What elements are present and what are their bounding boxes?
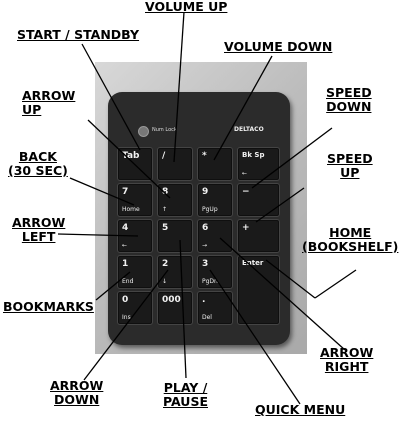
key-9[interactable]: 9 PgUp [197,183,233,217]
key-1-label: 1 [122,259,129,269]
key-1[interactable]: 1 End [117,255,153,289]
key-5-label: 5 [162,223,169,233]
key-enter[interactable]: Enter [237,255,280,325]
label-speed-down-line2: DOWN [326,99,372,114]
numlock-label: Num Lock [152,127,177,133]
key-plus-label: + [242,223,250,233]
label-arrow-right-line2: RIGHT [324,359,369,374]
label-bookmarks: BOOKMARKS [3,299,94,314]
label-start-standby: START / STANDBY [17,27,140,42]
key-minus[interactable]: − [237,183,280,217]
key-minus-label: − [242,187,250,197]
key-slash-label: / [162,151,166,161]
leader-arrow-right [219,237,346,351]
key-4-label: 4 [122,223,129,233]
key-6-sub: → [202,242,208,249]
leader-quick-menu [209,269,301,405]
label-speed-up-line1: SPEED [327,151,373,166]
label-speed-down: SPEED DOWN [326,86,372,114]
label-arrow-right: ARROW RIGHT [320,346,373,374]
key-8-label: 8 [162,187,169,197]
label-arrow-right-line1: ARROW [320,345,374,360]
key-5[interactable]: 5 [157,219,193,253]
key-0-sub: Ins [122,314,131,321]
label-play-pause-line1: PLAY / [163,380,208,395]
key-2-sub: ↓ [162,278,168,285]
key-7-sub: Home [122,206,140,213]
leader-home-2 [265,259,316,299]
label-arrow-up-line1: ARROW [22,88,76,103]
key-3-sub: PgDn [202,278,218,285]
key-9-sub: PgUp [202,206,218,213]
key-plus[interactable]: + [237,219,280,253]
brand-logo: DELTACO [234,126,264,133]
key-tab-label: Tab [122,151,140,161]
key-7-label: 7 [122,187,129,197]
leader-volume-up [173,11,185,163]
key-8[interactable]: 8 ↑ [157,183,193,217]
label-speed-down-line1: SPEED [326,85,372,100]
leader-arrow-left [57,233,139,237]
key-star-label: * [202,151,207,161]
key-4-sub: ← [122,242,128,249]
key-star[interactable]: * [197,147,233,181]
label-volume-down: VOLUME DOWN [224,39,333,54]
key-9-label: 9 [202,187,209,197]
label-arrow-up-line2: UP [22,102,42,117]
key-3[interactable]: 3 PgDn [197,255,233,289]
numeric-keypad: Num Lock DELTACO Tab / * Bk Sp ← 7 Home … [108,92,290,345]
key-0-label: 0 [122,295,129,305]
leader-arrow-down [83,269,169,381]
key-backspace-sub: ← [242,170,248,177]
key-3-label: 3 [202,259,209,269]
key-backspace-label: Bk Sp [242,151,265,159]
key-000[interactable]: 000 [157,291,193,325]
leader-speed-down [251,127,333,189]
key-6-label: 6 [202,223,209,233]
key-8-sub: ↑ [162,206,168,213]
label-arrow-left-line2: LEFT [21,229,56,244]
key-2-label: 2 [162,259,169,269]
key-dot-sub: Del [202,314,212,321]
label-arrow-left-line1: ARROW [12,215,66,230]
leader-home-1 [314,269,357,299]
label-quick-menu: QUICK MENU [255,402,346,417]
leader-bookmarks [95,271,131,301]
label-home-line1: HOME [329,225,372,240]
leader-speed-up [255,187,305,223]
key-1-sub: End [122,278,134,285]
numlock-indicator [138,126,149,137]
key-000-label: 000 [162,295,181,305]
key-2[interactable]: 2 ↓ [157,255,193,289]
label-arrow-down-line2: DOWN [54,392,100,407]
leader-start-standby [81,43,141,151]
key-enter-label: Enter [242,259,264,267]
label-arrow-up: ARROW UP [22,89,75,117]
key-6[interactable]: 6 → [197,219,233,253]
key-backspace[interactable]: Bk Sp ← [237,147,280,181]
label-speed-up-line2: UP [340,165,360,180]
leader-play-pause [179,239,187,379]
label-arrow-down: ARROW DOWN [50,379,103,407]
key-dot-label: . [202,295,206,305]
label-home-line2: (BOOKSHELF) [302,239,399,254]
label-back-line1: BACK [18,149,57,164]
label-volume-up: VOLUME UP [145,0,228,14]
label-play-pause: PLAY / PAUSE [163,381,208,409]
label-arrow-left: ARROW LEFT [12,216,65,244]
leader-volume-down [213,55,273,161]
label-play-pause-line2: PAUSE [163,394,208,409]
label-speed-up: SPEED UP [327,152,373,180]
label-arrow-down-line1: ARROW [50,378,104,393]
label-back: BACK (30 SEC) [8,150,68,178]
label-back-line2: (30 SEC) [8,163,68,178]
leader-arrow-up [87,119,171,199]
key-dot[interactable]: . Del [197,291,233,325]
leader-back [69,177,135,206]
label-home: HOME (BOOKSHELF) [302,226,398,254]
